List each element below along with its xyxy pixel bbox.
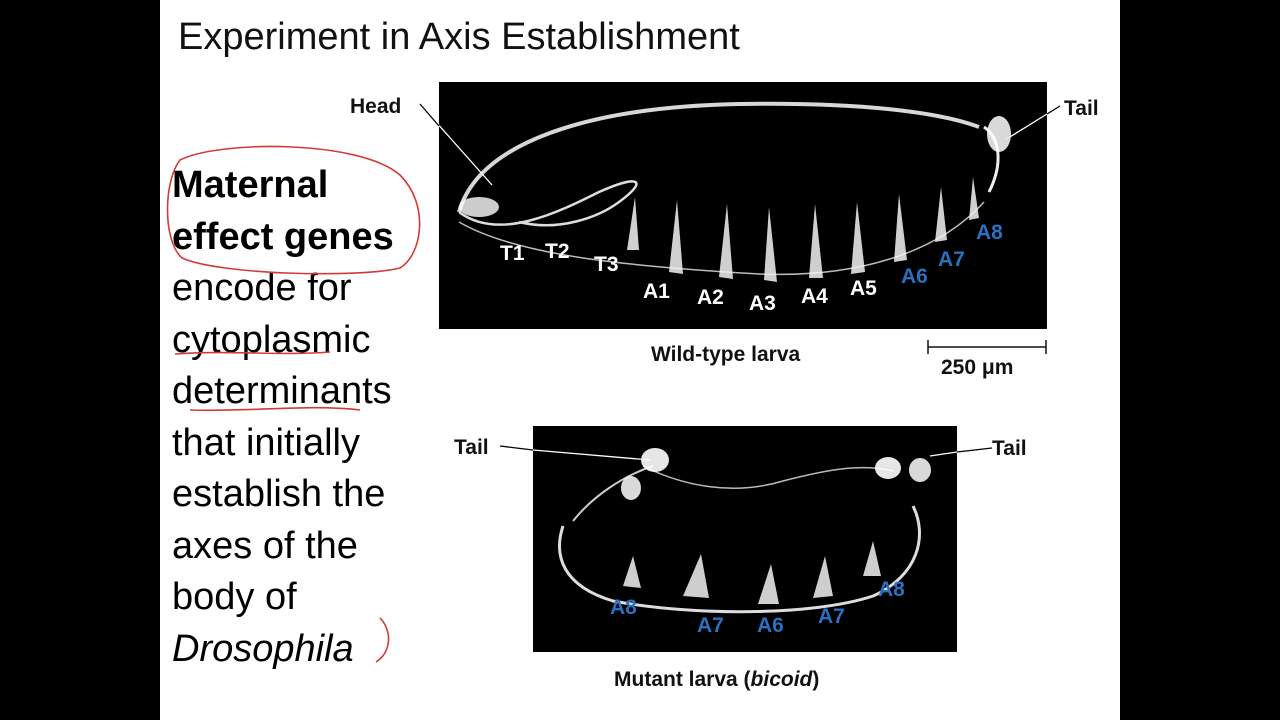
segment-label-a4: A4: [801, 285, 828, 308]
body-line-9: body of: [172, 576, 297, 618]
segment-label-a3: A3: [749, 292, 776, 315]
segment-label-a1: A1: [643, 280, 670, 303]
handwritten-annotations: [166, 145, 421, 663]
mutant-caption-main: Mutant larva (: [614, 668, 751, 691]
body-line-1: Maternal: [172, 164, 329, 206]
mutant-larva-image: [533, 426, 957, 652]
body-line-7: establish the: [172, 473, 386, 515]
wild-type-leader-lines: [419, 103, 1061, 354]
mutant-segment-label-1: A8: [610, 596, 637, 619]
body-line-8: axes of the: [172, 524, 358, 567]
mutant-caption-end: ): [812, 668, 820, 691]
tail-label-wild-type: Tail: [1064, 97, 1099, 120]
body-line-6: that initially: [172, 421, 360, 464]
tail-label-mutant-right: Tail: [992, 437, 1027, 460]
mutant-leader-lines: [499, 445, 993, 461]
segment-label-a5: A5: [850, 277, 877, 300]
mutant-segment-label-5: A8: [878, 578, 905, 601]
segment-label-a8: A8: [976, 221, 1003, 244]
mutant-segment-label-2: A7: [697, 614, 724, 637]
body-line-5: determinants: [172, 370, 392, 412]
tail-label-mutant-left: Tail: [454, 436, 489, 459]
scale-bar-label: 250 μm: [941, 356, 1014, 379]
mutant-segment-label-4: A7: [818, 605, 845, 628]
segment-label-t1: T1: [500, 242, 525, 265]
body-line-2: effect genes: [172, 215, 394, 258]
wild-type-larva-image: [439, 82, 1047, 329]
mutant-caption-italic: bicoid: [750, 668, 813, 691]
segment-label-a6: A6: [901, 265, 928, 288]
mutant-larva-drawing: [558, 448, 931, 614]
mutant-caption: Mutant larva (bicoid): [614, 668, 819, 692]
body-line-10: Drosophila: [172, 627, 354, 670]
segment-label-t3: T3: [594, 253, 619, 276]
slide: Experiment in Axis Establishment Materna…: [160, 0, 1120, 720]
wild-type-larva-drawing: [457, 101, 1011, 282]
wild-type-caption: Wild-type larva: [651, 343, 801, 366]
head-label: Head: [350, 95, 402, 118]
slide-title: Experiment in Axis Establishment: [178, 16, 740, 58]
mutant-segment-label-3: A6: [757, 614, 784, 637]
segment-label-a2: A2: [697, 286, 724, 309]
segment-label-t2: T2: [545, 240, 570, 263]
segment-label-a7: A7: [938, 248, 965, 271]
